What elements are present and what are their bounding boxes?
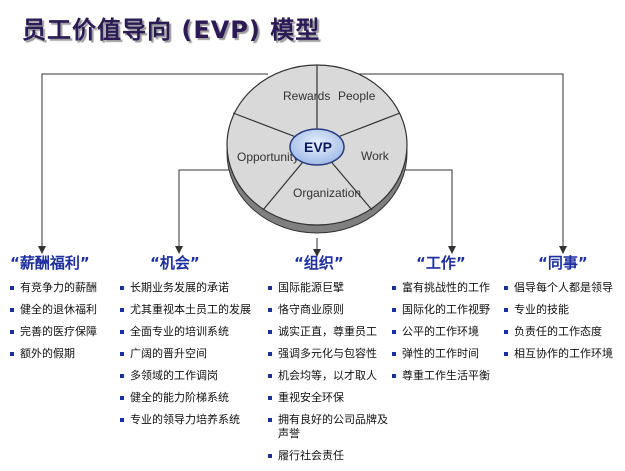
segment-rewards-label: Rewards bbox=[283, 89, 330, 103]
list-item: 国际化的工作视野 bbox=[392, 303, 507, 317]
list-item: 尊重工作生活平衡 bbox=[392, 369, 507, 383]
list-item: 健全的能力阶梯系统 bbox=[120, 391, 260, 405]
list-item: 公平的工作环境 bbox=[392, 325, 507, 339]
list-item: 多领域的工作调岗 bbox=[120, 369, 260, 383]
segment-work-label: Work bbox=[361, 149, 390, 163]
list-item: 富有挑战性的工作 bbox=[392, 281, 507, 295]
list-item: 履行社会责任 bbox=[268, 449, 390, 463]
column-organization: “组织” 国际能源巨擘 恪守商业原则 诚实正直，尊重员工 强调多元化与包容性 机… bbox=[268, 252, 390, 471]
list-item: 机会均等，以才取人 bbox=[268, 369, 390, 383]
list-item: 弹性的工作时间 bbox=[392, 347, 507, 361]
list-item: 恪守商业原则 bbox=[268, 303, 390, 317]
column-heading: “机会” bbox=[150, 254, 200, 272]
list-item: 完善的医疗保障 bbox=[10, 325, 120, 339]
list-item: 长期业务发展的承诺 bbox=[120, 281, 260, 295]
list-item: 专业的技能 bbox=[504, 303, 624, 317]
list-item: 拥有良好的公司品牌及声誉 bbox=[268, 413, 390, 441]
list-item: 广阔的晋升空间 bbox=[120, 347, 260, 361]
evp-hub-label: EVP bbox=[304, 139, 332, 155]
list-item: 国际能源巨擘 bbox=[268, 281, 390, 295]
column-heading: “工作” bbox=[416, 254, 466, 272]
column-opportunity: “机会” 长期业务发展的承诺 尤其重视本土员工的发展 全面专业的培训系统 广阔的… bbox=[120, 252, 260, 435]
list-item: 专业的领导力培养系统 bbox=[120, 413, 260, 427]
list-item: 重视安全环保 bbox=[268, 391, 390, 405]
list-item: 有竞争力的薪酬 bbox=[10, 281, 120, 295]
list-item: 强调多元化与包容性 bbox=[268, 347, 390, 361]
column-work: “工作” 富有挑战性的工作 国际化的工作视野 公平的工作环境 弹性的工作时间 尊… bbox=[392, 252, 507, 391]
evp-hub bbox=[289, 128, 345, 166]
segment-opportunity-label: Opportunity bbox=[237, 150, 299, 164]
segment-organization-label: Organization bbox=[293, 186, 361, 200]
connector-lines bbox=[38, 73, 567, 257]
arrow-work bbox=[400, 169, 456, 254]
list-item: 健全的退休福利 bbox=[10, 303, 120, 317]
column-heading: “组织” bbox=[294, 254, 344, 272]
page-title: 员工价值导向 (EVP) 模型 bbox=[22, 16, 321, 44]
list-item: 负责任的工作态度 bbox=[504, 325, 624, 339]
column-heading: “同事” bbox=[538, 254, 588, 272]
arrow-people bbox=[357, 73, 567, 254]
list-item: 相互协作的工作环境 bbox=[504, 347, 624, 361]
list-item: 额外的假期 bbox=[10, 347, 120, 361]
column-rewards: “薪酬福利” 有竞争力的薪酬 健全的退休福利 完善的医疗保障 额外的假期 bbox=[10, 252, 120, 369]
list-item: 诚实正直，尊重员工 bbox=[268, 325, 390, 339]
arrow-opportunity bbox=[175, 169, 234, 254]
segment-people-label: People bbox=[338, 89, 376, 103]
arrow-rewards bbox=[38, 73, 268, 254]
column-people: “同事” 倡导每个人都是领导 专业的技能 负责任的工作态度 相互协作的工作环境 bbox=[504, 252, 624, 369]
list-item: 倡导每个人都是领导 bbox=[504, 281, 624, 295]
list-item: 全面专业的培训系统 bbox=[120, 325, 260, 339]
column-heading: “薪酬福利” bbox=[10, 254, 90, 272]
list-item: 尤其重视本土员工的发展 bbox=[120, 303, 260, 317]
